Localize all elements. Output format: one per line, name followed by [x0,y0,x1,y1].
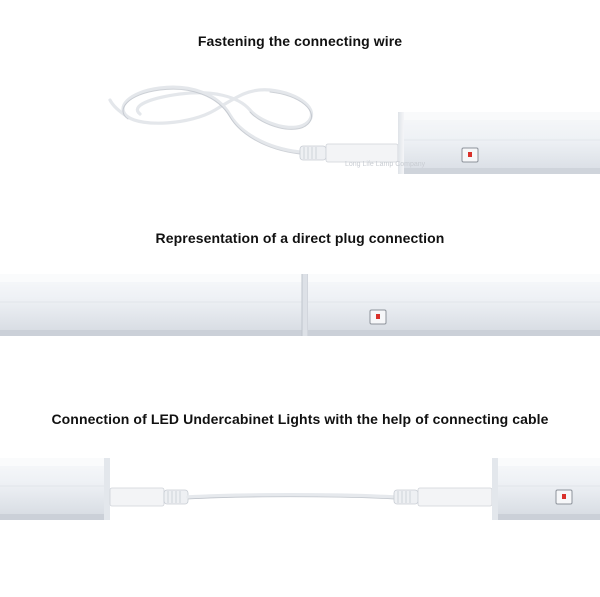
scene-cable-connection [0,458,600,520]
watermark-text: Long Life Lamp Company [345,161,426,168]
led-fixture-end [398,112,600,174]
coiled-cable-shadow [122,88,312,155]
caption-fastening: Fastening the connecting wire [197,33,403,49]
connecting-cable [186,493,396,500]
rocker-switch-icon [555,489,573,505]
plug-connector-icon [109,487,189,507]
scene-direct-plug [0,274,600,336]
rocker-switch-icon [369,309,387,325]
plug-connector-icon [299,143,399,163]
led-fixture-right [308,274,600,336]
led-fixture-left [0,274,302,336]
caption-cable-connection: Connection of LED Undercabinet Lights wi… [51,411,549,427]
caption-direct-plug: Representation of a direct plug connecti… [155,230,445,246]
rocker-switch-icon [461,147,479,163]
coiled-cable [108,85,314,154]
led-fixture-right-end [492,458,600,520]
plug-connector-icon [393,487,493,507]
fixture-joint [301,274,309,336]
scene-fastening-wire: Long Life Lamp Company [108,85,600,174]
led-fixture-left-end [0,458,110,520]
